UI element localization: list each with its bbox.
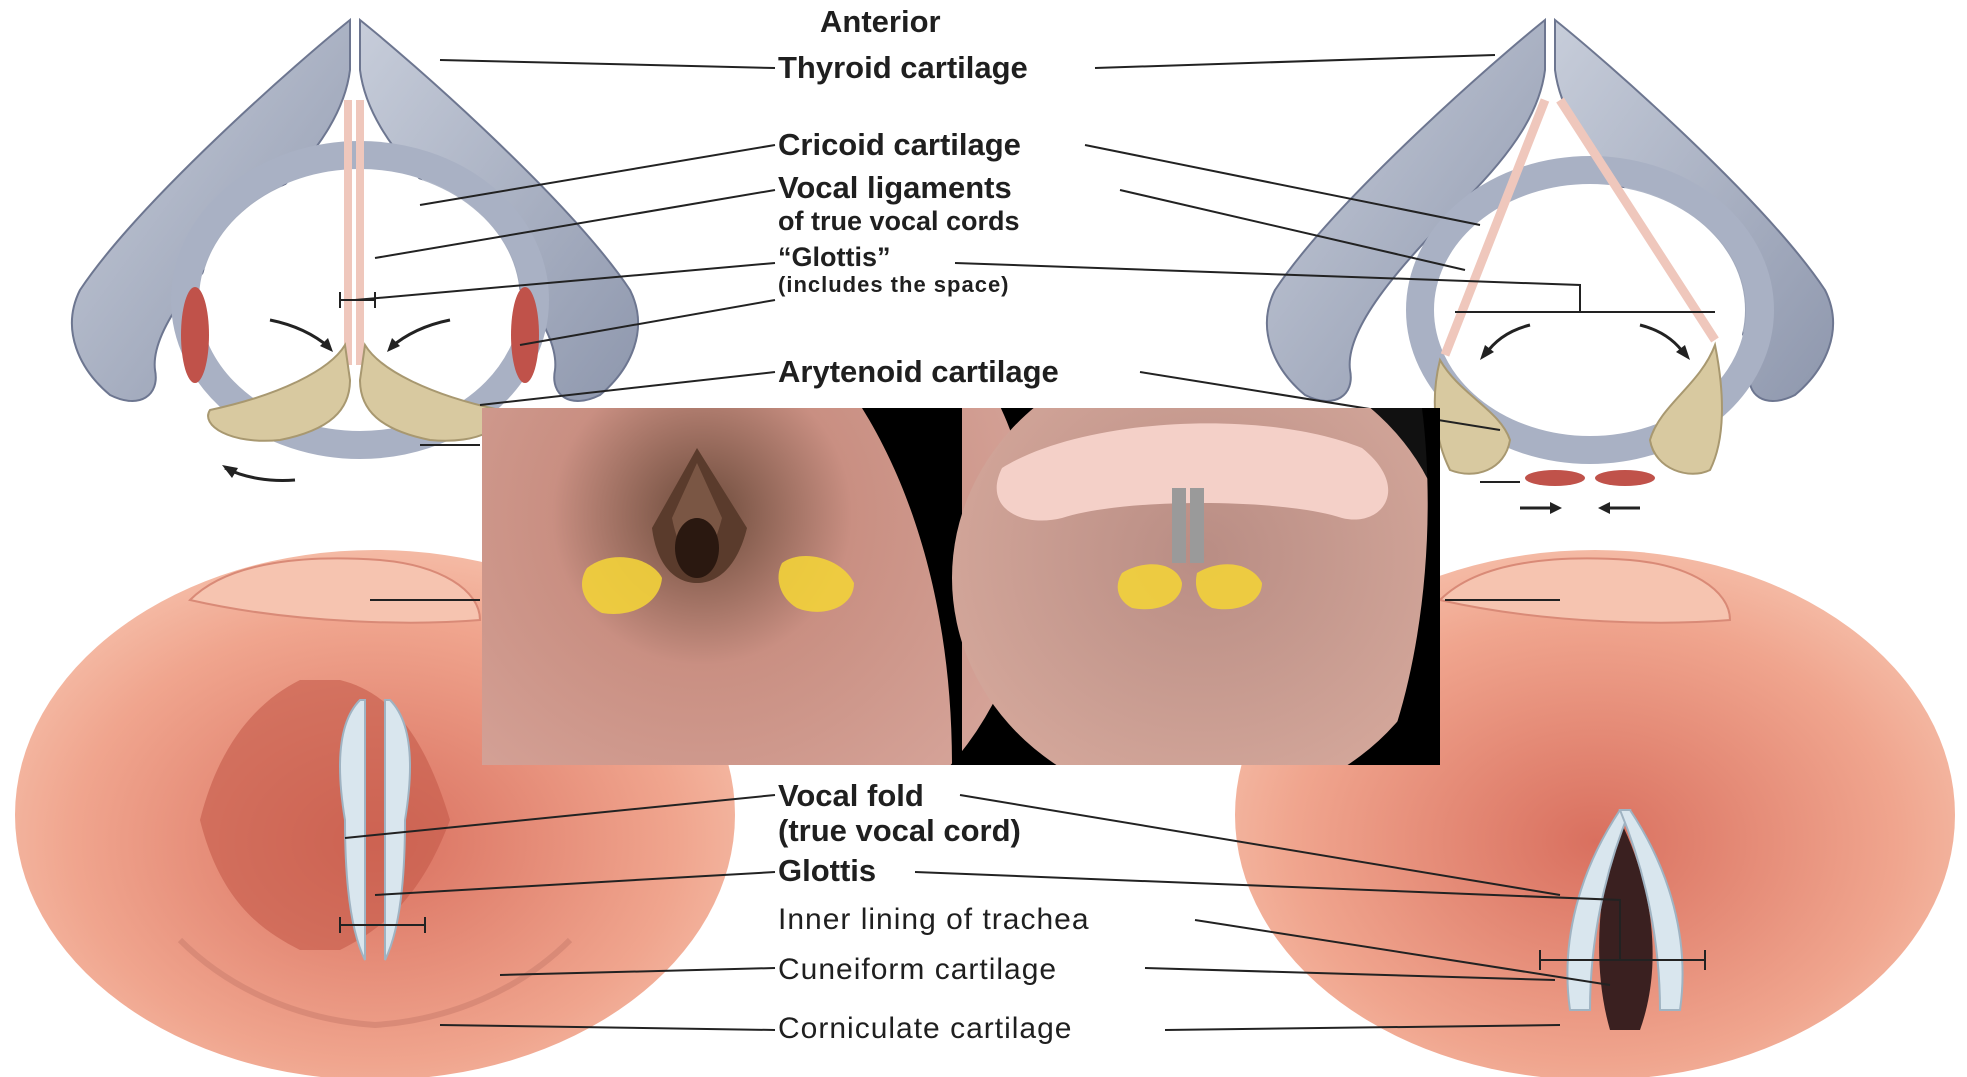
muscle-left <box>181 287 209 383</box>
label-vocal-ligaments: Vocal ligaments <box>778 170 1012 206</box>
endoscopy-photos <box>482 408 1440 765</box>
label-glottis-top: “Glottis” <box>778 242 891 273</box>
endoscopy-photo-closed <box>952 408 1440 765</box>
vocal-ligament-right <box>356 100 364 365</box>
label-cricoid-cartilage: Cricoid cartilage <box>778 127 1021 163</box>
label-glottis-top-sub: (includes the space) <box>778 272 1010 298</box>
label-vocal-fold-sub: (true vocal cord) <box>778 813 1021 849</box>
label-corniculate-cartilage: Corniculate cartilage <box>778 1012 1072 1046</box>
label-arytenoid-cartilage: Arytenoid cartilage <box>778 354 1059 390</box>
label-cuneiform-cartilage: Cuneiform cartilage <box>778 953 1057 987</box>
orientation-label: Anterior <box>820 4 941 40</box>
label-vocal-fold: Vocal fold <box>778 778 924 814</box>
label-glottis-bottom: Glottis <box>778 853 876 889</box>
label-vocal-ligaments-sub: of true vocal cords <box>778 206 1020 237</box>
endoscopy-photo-panel <box>482 408 1440 765</box>
label-thyroid-cartilage: Thyroid cartilage <box>778 50 1028 86</box>
vocal-ligament-left <box>344 100 352 365</box>
muscle-right <box>511 287 539 383</box>
label-inner-lining: Inner lining of trachea <box>778 903 1090 937</box>
endoscopy-photo-open <box>482 408 1032 765</box>
